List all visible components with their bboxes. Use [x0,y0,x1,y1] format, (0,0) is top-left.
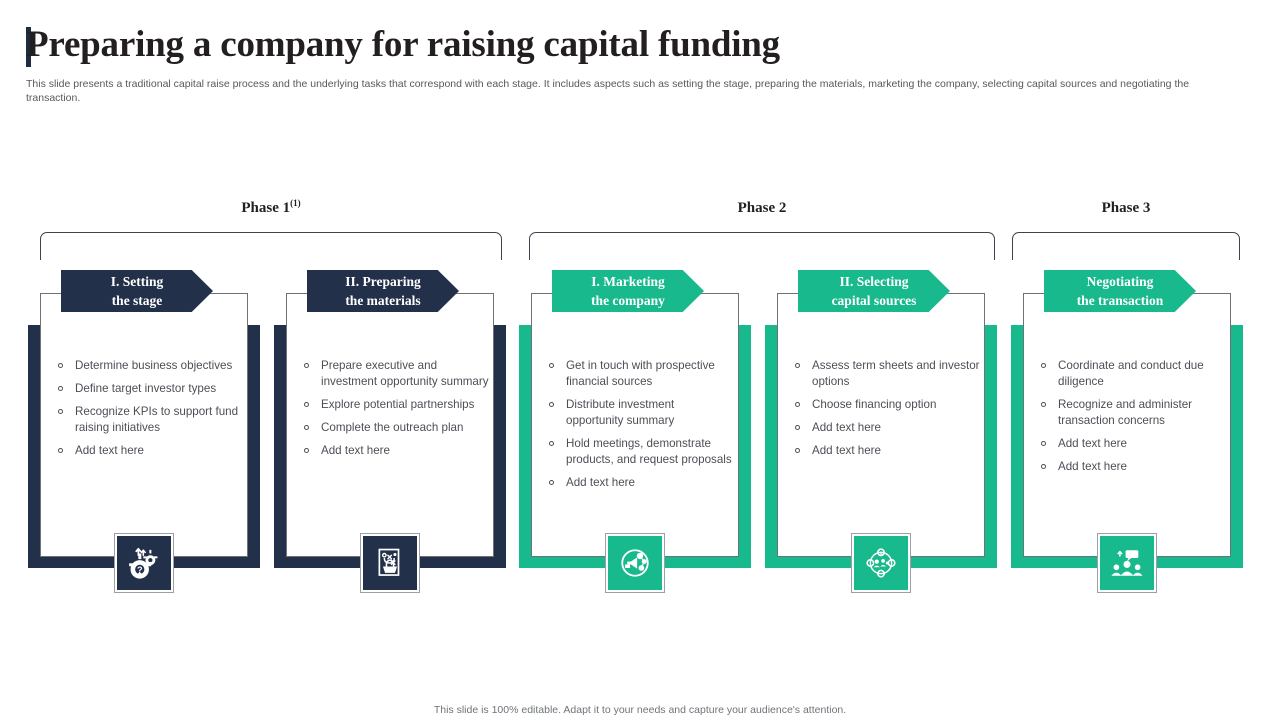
card-panel [1023,293,1231,557]
card-bullet-list: Get in touch with prospective financial … [544,358,734,498]
phase-label-1: Phase 1(1) [40,198,502,217]
stage-card-negotiating-the-transaction[interactable]: Negotiating the transaction Coordinate a… [1011,270,1243,592]
card-panel [286,293,494,557]
funding-network-icon: $ [852,534,910,592]
gears-kpi-icon: ? [115,534,173,592]
card-panel [40,293,248,557]
phase-bracket-3 [1012,232,1240,260]
stage-card-selecting-capital-sources[interactable]: II. Selecting capital sources Assess ter… [765,270,997,592]
svg-text:$: $ [880,551,883,557]
card-title-line2: the transaction [1076,293,1164,308]
card-title-line1: II. Preparing [345,274,421,289]
svg-text:?: ? [137,565,143,575]
stage-card-preparing-the-materials[interactable]: II. Preparing the materials Prepare exec… [274,270,506,592]
page-subtitle: This slide presents a traditional capita… [26,78,1190,104]
card-panel [777,293,985,557]
card-title-line1: II. Selecting [839,274,909,289]
card-bullet-list: Prepare executive and investment opportu… [299,358,489,466]
card-panel [531,293,739,557]
phase-label-2-text: Phase 2 [737,200,787,216]
list-item: Add text here [544,475,734,491]
card-title-line1: I. Setting [110,274,164,289]
list-item: Coordinate and conduct due diligence [1036,358,1226,390]
phase-label-3-text: Phase 3 [1101,200,1151,216]
stage-card-marketing-the-company[interactable]: I. Marketing the company Get in touch wi… [519,270,751,592]
phase-label-3: Phase 3 [1012,198,1240,217]
list-item: Add text here [790,443,980,459]
list-item: Distribute investment opportunity summar… [544,397,734,429]
card-title-line2: the company [591,293,665,308]
list-item: Assess term sheets and investor options [790,358,980,390]
card-ribbon-header: I. Setting the stage [61,270,213,312]
list-item: Define target investor types [53,381,243,397]
document-strategy-icon [361,534,419,592]
list-item: Determine business objectives [53,358,243,374]
footer-note: This slide is 100% editable. Adapt it to… [433,704,847,716]
megaphone-marketing-icon [606,534,664,592]
card-accent-frame [1011,325,1243,568]
list-item: Complete the outreach plan [299,420,489,436]
card-title-line2: the materials [345,293,421,308]
card-ribbon-header: II. Selecting capital sources [798,270,950,312]
stage-card-setting-the-stage[interactable]: I. Setting the stage Determine business … [28,270,260,592]
phase-label-1-text: Phase 1 [241,200,291,216]
card-bullet-list: Assess term sheets and investor options … [790,358,980,466]
list-item: Add text here [53,443,243,459]
card-title-line1: Negotiating [1086,274,1154,289]
list-item: Get in touch with prospective financial … [544,358,734,390]
list-item: Choose financing option [790,397,980,413]
card-title-line2: capital sources [831,293,917,308]
card-ribbon-header: II. Preparing the materials [307,270,459,312]
list-item: Hold meetings, demonstrate products, and… [544,436,734,468]
card-ribbon-header: I. Marketing the company [552,270,704,312]
list-item: Recognize and administer transaction con… [1036,397,1226,429]
list-item: Add text here [1036,436,1226,452]
list-item: Add text here [299,443,489,459]
card-bullet-list: Coordinate and conduct due diligence Rec… [1036,358,1226,482]
list-item: Recognize KPIs to support fund raising i… [53,404,243,436]
negotiation-people-icon [1098,534,1156,592]
list-item: Explore potential partnerships [299,397,489,413]
card-title-line1: I. Marketing [591,274,665,289]
card-ribbon-header: Negotiating the transaction [1044,270,1196,312]
list-item: Add text here [1036,459,1226,475]
list-item: Prepare executive and investment opportu… [299,358,489,390]
phase-label-2: Phase 2 [529,198,995,217]
list-item: Add text here [790,420,980,436]
phase-label-1-superscript: (1) [290,198,301,208]
phase-bracket-2 [529,232,995,260]
card-bullet-list: Determine business objectives Define tar… [53,358,243,466]
title-accent-rule [26,27,31,67]
card-title-line2: the stage [111,293,163,308]
phase-bracket-1 [40,232,502,260]
page-title: Preparing a company for raising capital … [26,24,780,65]
